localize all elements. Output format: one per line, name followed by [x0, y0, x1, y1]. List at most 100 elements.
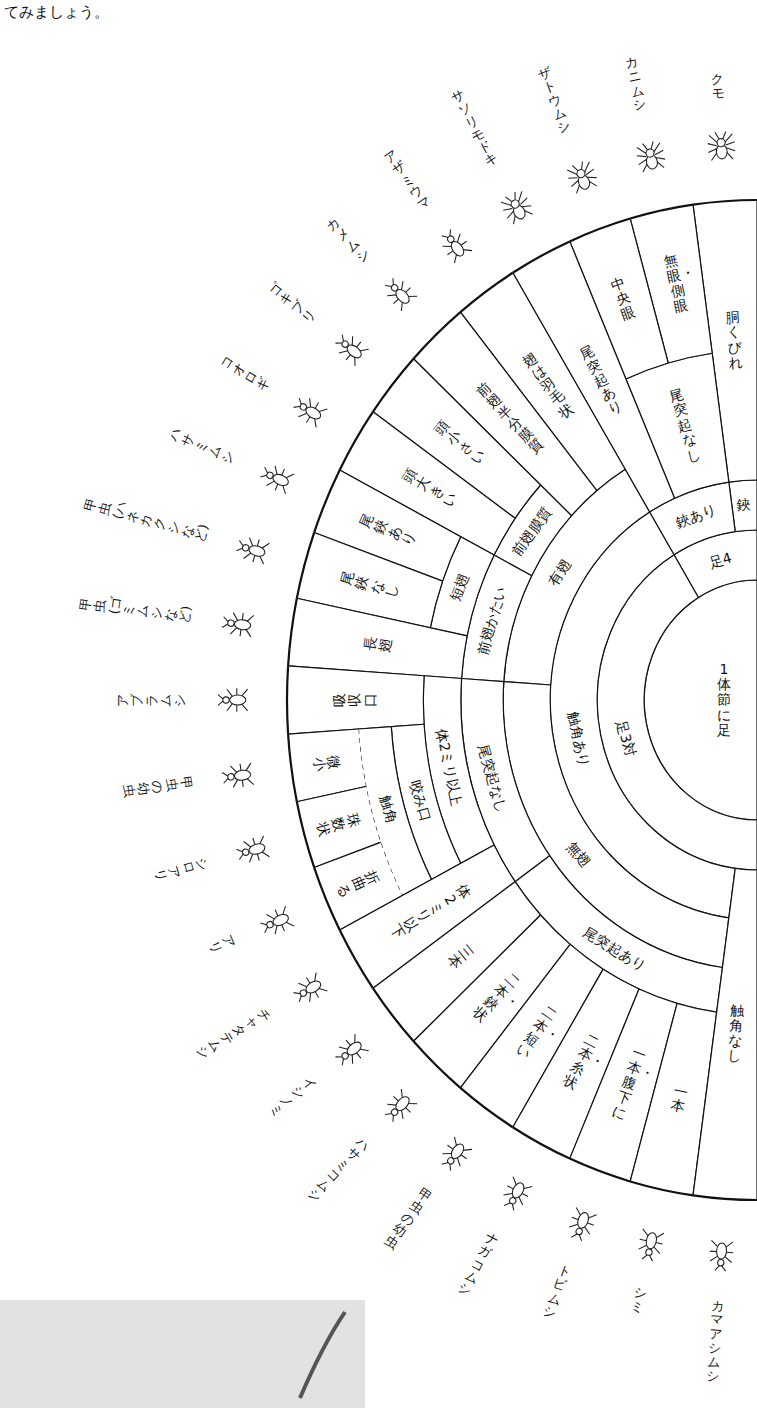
wedge-divider [674, 555, 698, 598]
wedge-arc [693, 200, 757, 205]
wedge-arc [414, 312, 461, 359]
animal-name: ナガコムシ [456, 1230, 500, 1299]
animal-name: トビムシ [541, 1263, 572, 1321]
animal-name: シミ [629, 1286, 648, 1317]
animal-name: ハサミムシ [166, 427, 237, 467]
wedge-arc [644, 597, 757, 820]
wedge-arc [550, 685, 729, 918]
animal-icon [258, 905, 295, 938]
wedge-arc [515, 485, 541, 518]
wedge-divider [756, 200, 757, 480]
animal-icon [221, 762, 254, 789]
wedge-fill [288, 598, 467, 678]
animal-icon [499, 1176, 533, 1213]
animal-icon [380, 1088, 417, 1126]
animal-icon [437, 1136, 473, 1174]
wedge-arc [570, 944, 603, 969]
key-label: 鋏 [737, 497, 752, 513]
wedge-divider [504, 682, 551, 685]
wedge-arc [513, 241, 570, 272]
wedge-arc [297, 802, 314, 868]
wedge-arc [391, 727, 431, 880]
animal-name: ハサミコムシ [305, 1134, 373, 1206]
wedge-arc [541, 915, 571, 944]
animal-name: カニムシ [623, 55, 647, 114]
wedge-fill [287, 666, 424, 734]
wedge-divider [462, 679, 504, 682]
animal-name: イシノミ [266, 1074, 319, 1120]
wedge-arc [462, 636, 468, 679]
wedge-arc [572, 491, 597, 516]
animal-name: アリ [205, 933, 236, 956]
animal-name: 甲虫の幼虫 [382, 1186, 434, 1252]
wedge-arc [340, 412, 373, 470]
wedge-arc [630, 205, 693, 219]
wedge-divider [729, 482, 735, 532]
animal-icon [380, 274, 417, 312]
wedge-arc [630, 1181, 693, 1195]
wedge-divider [461, 537, 494, 555]
wedge-divider [630, 1003, 677, 1181]
wedge-arc [423, 676, 425, 724]
wedge-divider [712, 353, 729, 482]
wedge-arc [513, 1127, 570, 1158]
animal-icon [331, 330, 369, 367]
wedge-divider [630, 219, 668, 363]
wedge-arc [314, 470, 340, 533]
animal-icon [235, 835, 270, 866]
wedge-arc [626, 363, 668, 379]
animal-name: ザトウムシ [536, 65, 572, 137]
animal-icon [707, 131, 736, 161]
wedge-arc [515, 882, 541, 915]
animal-icon [290, 393, 328, 428]
wedge-arc [424, 724, 461, 863]
animal-icon [235, 534, 270, 565]
animal-name: カマアシムシ [706, 1298, 725, 1384]
wedge-arc [650, 498, 675, 512]
wedge-divider [314, 842, 380, 867]
wedge-arc [443, 537, 461, 581]
animal-icon [221, 611, 254, 638]
wedge-arc [461, 679, 494, 845]
wedge-arc [735, 868, 757, 870]
wedge-arc [693, 1195, 757, 1200]
wedge-divider [625, 469, 649, 512]
wedge-arc [288, 598, 297, 666]
wedge-divider [288, 666, 424, 676]
wedge-divider [297, 598, 467, 636]
wedge-arc [288, 734, 297, 802]
wedge-arc [460, 273, 512, 312]
wedge-arc [467, 555, 494, 636]
wedge-arc [287, 666, 288, 734]
wedge-divider [288, 729, 358, 734]
wedge-divider [756, 530, 757, 580]
wedge-arc [373, 359, 413, 412]
wedge-arc [597, 555, 735, 869]
wedge-divider [756, 580, 757, 700]
animal-icon [565, 159, 600, 194]
animal-icon [498, 188, 535, 225]
animal-name: カメムシ [324, 215, 373, 266]
wedge-arc [503, 682, 549, 856]
animal-name: 甲虫の幼虫 [121, 775, 194, 798]
wedge-arc [603, 969, 639, 989]
animal-icon [437, 226, 473, 264]
wedge-arc [639, 989, 677, 1003]
wedge-arc [729, 480, 757, 482]
animal-name: ゴキブリ [266, 280, 319, 326]
wedge-arc [597, 469, 625, 490]
page-text: てみましょう。 [4, 4, 109, 21]
animal-icon [290, 972, 328, 1007]
animal-name: チャタテムシ [193, 1006, 273, 1062]
wedge-arc [314, 867, 340, 930]
wedge-divider [424, 676, 462, 679]
wedge-arc [674, 532, 735, 555]
animal-icon [258, 461, 295, 494]
animal-name: 甲虫(ハネカクシなど) [82, 497, 209, 544]
key-wedge: 触角なし [690, 865, 757, 1203]
animal-icon [565, 1207, 597, 1243]
wedge-divider [494, 555, 532, 576]
photo-stroke [300, 1312, 345, 1398]
animal-name: サソリモドキ [450, 88, 501, 170]
